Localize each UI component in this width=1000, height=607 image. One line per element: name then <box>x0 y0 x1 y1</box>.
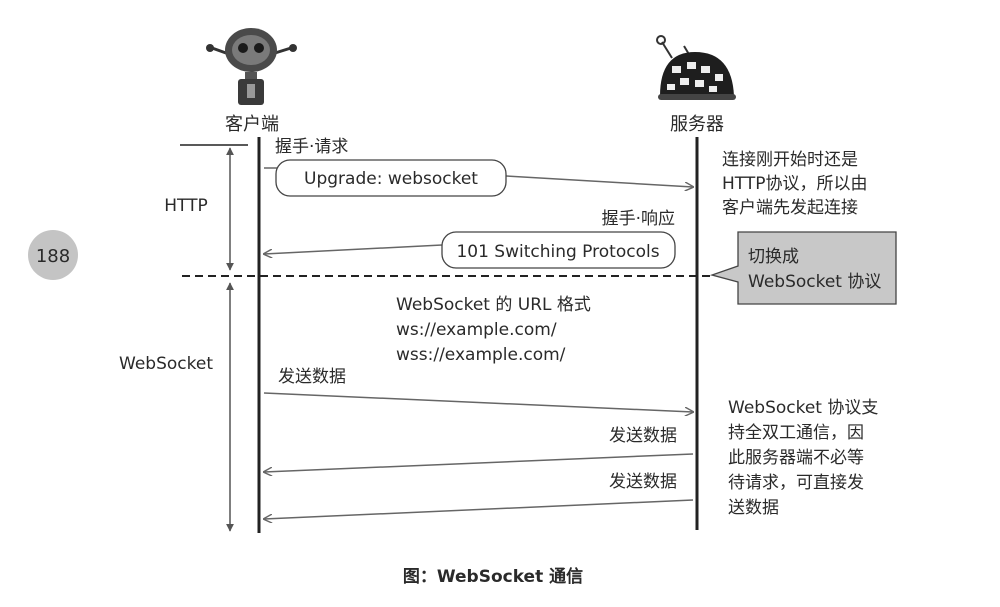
send-data-label-2: 发送数据 <box>609 426 677 446</box>
http-start-note: 连接刚开始时还是 HTTP协议，所以由 客户端先发起连接 <box>722 150 868 218</box>
full-duplex-note: WebSocket 协议支 持全双工通信，因 此服务器端不必等 待请求，可直接发… <box>728 398 878 518</box>
full-duplex-line-1: WebSocket 协议支 <box>728 398 878 418</box>
handshake-response-label: 握手·响应 <box>602 209 675 229</box>
switch-callout-line-1: 切换成 <box>748 247 799 267</box>
figure-caption: 图：WebSocket 通信 <box>403 566 583 587</box>
url-format-wss: wss://example.com/ <box>396 345 566 365</box>
handshake-response-box <box>441 231 676 269</box>
handshake-response-box-text: 101 Switching Protocols <box>456 242 659 262</box>
handshake-request-box-text: Upgrade: websocket <box>304 169 478 189</box>
url-format-ws: ws://example.com/ <box>396 320 557 340</box>
send-data-arrow-2 <box>264 453 694 472</box>
client-label: 客户端 <box>225 114 279 135</box>
http-start-note-line-2: HTTP协议，所以由 <box>722 174 868 194</box>
full-duplex-line-2: 持全双工通信，因 <box>728 423 864 443</box>
full-duplex-line-3: 此服务器端不必等 <box>728 448 864 468</box>
page-number-badge: 188 <box>28 230 78 280</box>
switch-callout-line-2: WebSocket 协议 <box>748 272 881 292</box>
send-data-label-1: 发送数据 <box>278 367 346 387</box>
phase-websocket-label: WebSocket <box>119 354 213 374</box>
full-duplex-line-5: 送数据 <box>728 498 779 518</box>
send-data-arrow-1 <box>263 392 693 412</box>
phase-http-label: HTTP <box>164 196 208 216</box>
page-number: 188 <box>36 246 70 267</box>
send-data-label-3: 发送数据 <box>609 472 677 492</box>
handshake-response-arrow <box>264 244 443 254</box>
ladybug-robot-icon <box>656 35 736 100</box>
server-label: 服务器 <box>670 114 724 135</box>
switch-protocol-callout: 切换成 WebSocket 协议 <box>709 231 897 305</box>
http-start-note-line-1: 连接刚开始时还是 <box>722 150 858 170</box>
handshake-request-box <box>275 159 507 197</box>
handshake-request-arrow <box>505 175 693 187</box>
url-format-note: WebSocket 的 URL 格式 ws://example.com/ wss… <box>396 295 591 365</box>
robot-icon <box>206 28 297 105</box>
url-format-title: WebSocket 的 URL 格式 <box>396 295 591 315</box>
full-duplex-line-4: 待请求，可直接发 <box>728 473 864 493</box>
http-start-note-line-3: 客户端先发起连接 <box>722 198 858 218</box>
handshake-request-label: 握手·请求 <box>275 137 348 157</box>
send-data-arrow-3 <box>264 499 694 519</box>
